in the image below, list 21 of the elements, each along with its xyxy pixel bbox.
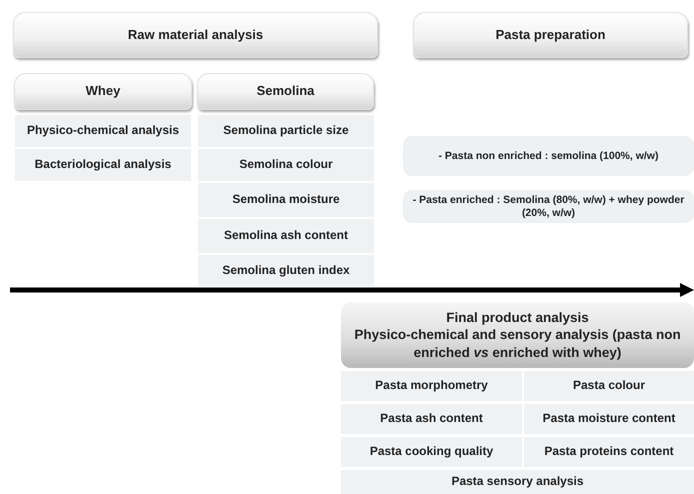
category-header: Semolina: [197, 73, 374, 110]
analysis-cell: Physico-chemical analysis: [15, 115, 191, 147]
analysis-cell: Pasta ash content: [341, 404, 522, 434]
analysis-cell: Semolina moisture: [198, 183, 374, 217]
recipe-box: - Pasta non enriched : semolina (100%, w/w): [403, 136, 694, 176]
analysis-cell: Semolina ash content: [198, 219, 374, 253]
analysis-cell: Semolina colour: [198, 149, 374, 181]
analysis-cell: Pasta morphometry: [341, 371, 522, 401]
analysis-cell: Pasta cooking quality: [341, 437, 522, 467]
analysis-cell: Bacteriological analysis: [15, 149, 191, 181]
analysis-cell: Pasta sensory analysis: [341, 470, 694, 494]
analysis-cell: Pasta proteins content: [524, 437, 694, 467]
section-header: Final product analysis Physico-chemical and sensory analysis (pasta non enriched vs enriched with whey): [341, 302, 694, 368]
category-header: Raw material analysis: [13, 12, 378, 58]
category-header: Pasta preparation: [413, 12, 688, 58]
analysis-cell: Pasta colour: [524, 371, 694, 401]
analysis-cell: Semolina gluten index: [198, 255, 374, 287]
recipe-box: - Pasta enriched : Semolina (80%, w/w) + whey powder (20%, w/w): [403, 190, 694, 223]
analysis-cell: Pasta moisture content: [524, 404, 694, 434]
category-header: Whey: [14, 73, 192, 110]
analysis-cell: Semolina particle size: [198, 115, 374, 147]
